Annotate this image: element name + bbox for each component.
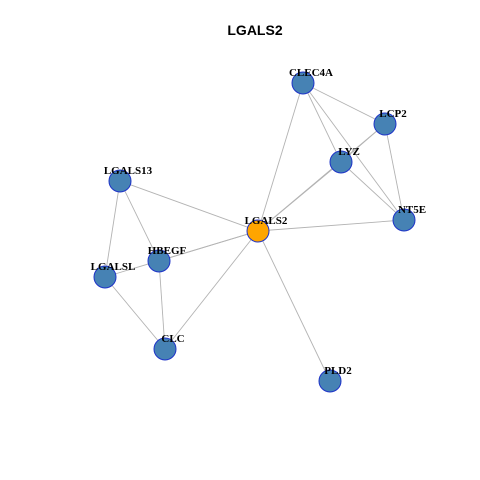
edge-lgals2-pld2	[257, 230, 331, 382]
edge-lcp2-nt5e	[384, 123, 405, 221]
edge-clec4a-lcp2	[302, 82, 386, 125]
node-lyz	[329, 150, 353, 174]
edge-lgals2-lyz	[257, 161, 342, 232]
node-pld2	[318, 369, 342, 393]
edge-lgalsl-clc	[104, 276, 166, 350]
node-label-nt5e: NT5E	[398, 204, 426, 216]
node-label-lgalsl: LGALSL	[91, 261, 136, 273]
edge-clec4a-lyz	[302, 82, 342, 163]
node-label-pld2: PLD2	[324, 365, 352, 377]
node-lcp2	[373, 112, 397, 136]
edge-lgals13-hbegf	[119, 180, 160, 262]
edge-lgals2-lgals13	[119, 180, 259, 232]
node-label-lgals13: LGALS13	[104, 165, 153, 177]
edge-hbegf-clc	[158, 260, 166, 350]
node-label-clc: CLC	[161, 333, 184, 345]
edge-lgals2-nt5e	[257, 219, 405, 232]
node-lgals2	[246, 219, 270, 243]
node-label-clec4a: CLEC4A	[289, 67, 333, 79]
node-nt5e	[392, 208, 416, 232]
node-label-lyz: LYZ	[338, 146, 360, 158]
diagram-title: LGALS2	[227, 22, 282, 38]
node-label-lcp2: LCP2	[379, 108, 407, 120]
edge-lyz-nt5e	[340, 161, 405, 221]
edge-lgals2-clc	[164, 230, 259, 350]
edge-lgals2-lgalsl	[104, 230, 259, 278]
node-label-hbegf: HBEGF	[148, 245, 187, 257]
node-layer	[93, 71, 416, 393]
node-lgalsl	[93, 265, 117, 289]
node-label-lgals2: LGALS2	[245, 215, 288, 227]
node-clec4a	[291, 71, 315, 95]
node-lgals13	[108, 169, 132, 193]
edge-lgals13-lgalsl	[104, 180, 121, 278]
edge-lgals2-clec4a	[257, 82, 304, 232]
node-hbegf	[147, 249, 171, 273]
node-clc	[153, 337, 177, 361]
edge-layer	[104, 82, 405, 382]
